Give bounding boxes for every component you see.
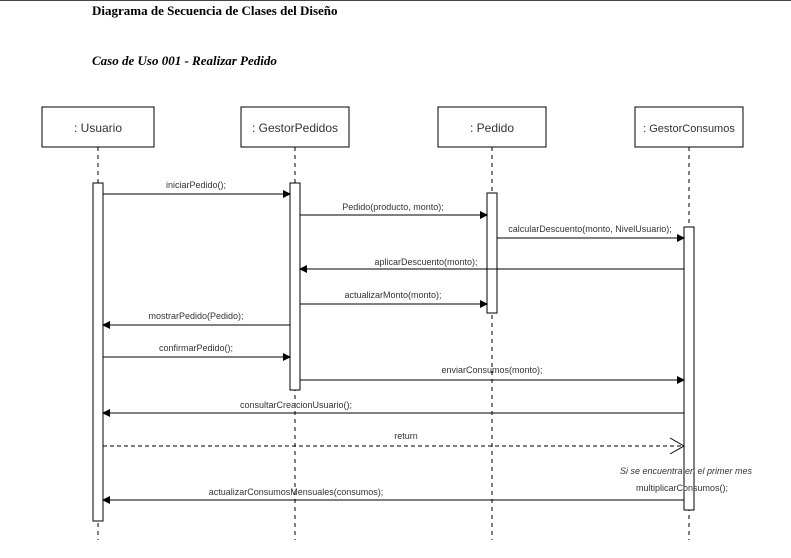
lifeline-label-usuario: : Usuario bbox=[74, 121, 122, 135]
condition-note: Si se encuentra en el primer mes bbox=[620, 466, 753, 476]
message-label: aplicarDescuento(monto); bbox=[374, 257, 477, 267]
message-label: enviarConsumos(monto); bbox=[441, 365, 542, 375]
message-label: consultarCreacionUsuario(); bbox=[240, 400, 352, 410]
activation-bar-gestorpedidos bbox=[289, 182, 301, 391]
lifeline-box-gestorpedidos[interactable]: : GestorPedidos bbox=[240, 106, 350, 148]
activation-bar-pedido bbox=[486, 192, 498, 314]
activation-bar-gestorconsumos bbox=[683, 226, 695, 511]
message-actualizar-monto[interactable]: actualizarMonto(monto); bbox=[300, 290, 488, 308]
top-rule bbox=[0, 0, 791, 1]
self-call-label: multiplicarConsumos(); bbox=[636, 483, 728, 493]
lifeline-label-pedido: : Pedido bbox=[470, 121, 514, 135]
lifeline-box-usuario[interactable]: : Usuario bbox=[41, 106, 155, 148]
message-label: actualizarMonto(monto); bbox=[344, 290, 441, 300]
message-pedido-ctor[interactable]: Pedido(producto, monto); bbox=[300, 202, 488, 219]
message-label: confirmarPedido(); bbox=[159, 343, 233, 353]
lifeline-label-gestorconsumos: : GestorConsumos bbox=[643, 123, 735, 135]
use-case-subtitle: Caso de Uso 001 - Realizar Pedido bbox=[92, 53, 277, 68]
message-label: return bbox=[394, 431, 418, 441]
message-label: actualizarConsumosMensuales(consumos); bbox=[209, 487, 384, 497]
message-mostrar-pedido[interactable]: mostrarPedido(Pedido); bbox=[102, 311, 290, 329]
message-confirmar-pedido[interactable]: confirmarPedido(); bbox=[103, 343, 291, 361]
message-label: mostrarPedido(Pedido); bbox=[148, 311, 243, 321]
message-consultar-creacion[interactable]: consultarCreacionUsuario(); bbox=[102, 400, 684, 417]
message-label: iniciarPedido(); bbox=[166, 180, 226, 190]
activation-bar-usuario bbox=[92, 182, 104, 522]
message-aplicar-descuento[interactable]: aplicarDescuento(monto); bbox=[299, 257, 684, 273]
message-actualizar-consumos[interactable]: actualizarConsumosMensuales(consumos); bbox=[102, 487, 684, 504]
message-calcular-descuento[interactable]: calcularDescuento(monto, NivelUsuario); bbox=[497, 224, 685, 242]
document-title: Diagrama de Secuencia de Clases del Dise… bbox=[92, 3, 338, 18]
message-label: calcularDescuento(monto, NivelUsuario); bbox=[508, 224, 672, 234]
lifeline-box-gestorconsumos[interactable]: : GestorConsumos bbox=[634, 106, 744, 148]
lifeline-label-gestorpedidos: : GestorPedidos bbox=[252, 121, 338, 135]
message-iniciar-pedido[interactable]: iniciarPedido(); bbox=[103, 180, 291, 198]
message-enviar-consumos[interactable]: enviarConsumos(monto); bbox=[300, 365, 685, 384]
message-return[interactable]: return bbox=[103, 431, 686, 455]
lifeline-box-pedido[interactable]: : Pedido bbox=[437, 106, 547, 148]
message-label: Pedido(producto, monto); bbox=[342, 202, 444, 212]
